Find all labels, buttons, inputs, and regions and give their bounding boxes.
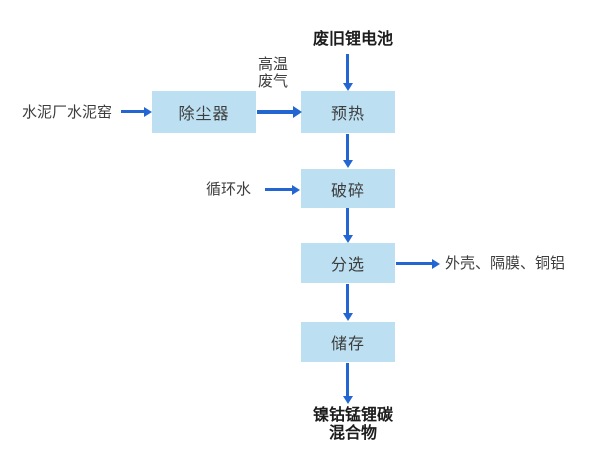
process-box-store: 储存 [301,322,395,362]
process-box-sort: 分选 [301,243,395,283]
input-label-cement-kiln: 水泥厂水泥窑 [22,103,113,121]
flow-label-hot-exhaust-gas: 高温 废气 [257,55,288,90]
arrow-cement-kiln-to-dust-remover [121,110,144,113]
output-label-shell-separator-copper-aluminum: 外壳、隔膜、铜铝 [445,254,566,272]
input-label-waste-lithium-battery: 废旧锂电池 [312,29,393,48]
process-box-crush: 破碎 [301,169,395,208]
arrow-sort-to-store [346,284,349,313]
arrow-battery-to-preheat [346,54,349,83]
process-box-dust-remover: 除尘器 [152,91,256,133]
output-label-ni-co-mn-li-c-mixture: 镍钴锰锂碳 混合物 [312,405,393,442]
arrow-sort-to-output [396,262,432,265]
arrow-preheat-to-crush [346,134,349,160]
process-box-preheat: 预热 [301,91,395,133]
arrow-recycled-water-to-crush [265,188,292,191]
arrow-crush-to-sort [346,208,349,235]
arrow-dust-remover-to-preheat [257,110,293,114]
arrow-store-to-product [346,363,349,396]
input-label-recycled-water: 循环水 [206,180,252,198]
